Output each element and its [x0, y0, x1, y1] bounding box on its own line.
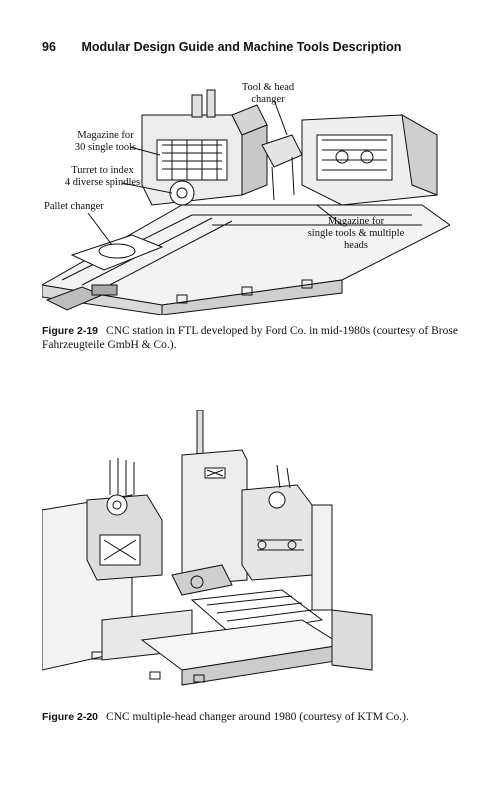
figure-2-19-illustration — [42, 75, 450, 315]
page-number: 96 — [42, 40, 56, 54]
callout-turret: Turret to index 4 diverse spindles — [64, 165, 141, 188]
callout-magazine-single-tools: Magazine for single tools & multiple hea… — [307, 216, 405, 251]
multiple-head-changer-drawing — [42, 410, 373, 686]
running-title: Modular Design Guide and Machine Tools D… — [81, 40, 402, 54]
figure-2-20-caption: Figure 2-20 CNC multiple-head changer aro… — [42, 710, 462, 724]
figure-2-20-label: Figure 2-20 — [42, 711, 99, 723]
cnc-station-drawing — [42, 89, 450, 315]
figure-2-20-illustration — [42, 410, 442, 695]
figure-2-19-caption-text: CNC station in FTL developed by Ford Co.… — [42, 325, 458, 351]
figure-2-19-label: Figure 2-19 — [42, 325, 99, 337]
callout-magazine-30-tools: Magazine for 30 single tools — [74, 130, 137, 153]
running-header: 96 Modular Design Guide and Machine Tool… — [42, 40, 462, 54]
callout-pallet-changer: Pallet changer — [44, 201, 104, 212]
callout-tool-head-changer: Tool & head changer — [241, 82, 295, 105]
figure-2-20-caption-text: CNC multiple-head changer around 1980 (c… — [106, 711, 409, 723]
